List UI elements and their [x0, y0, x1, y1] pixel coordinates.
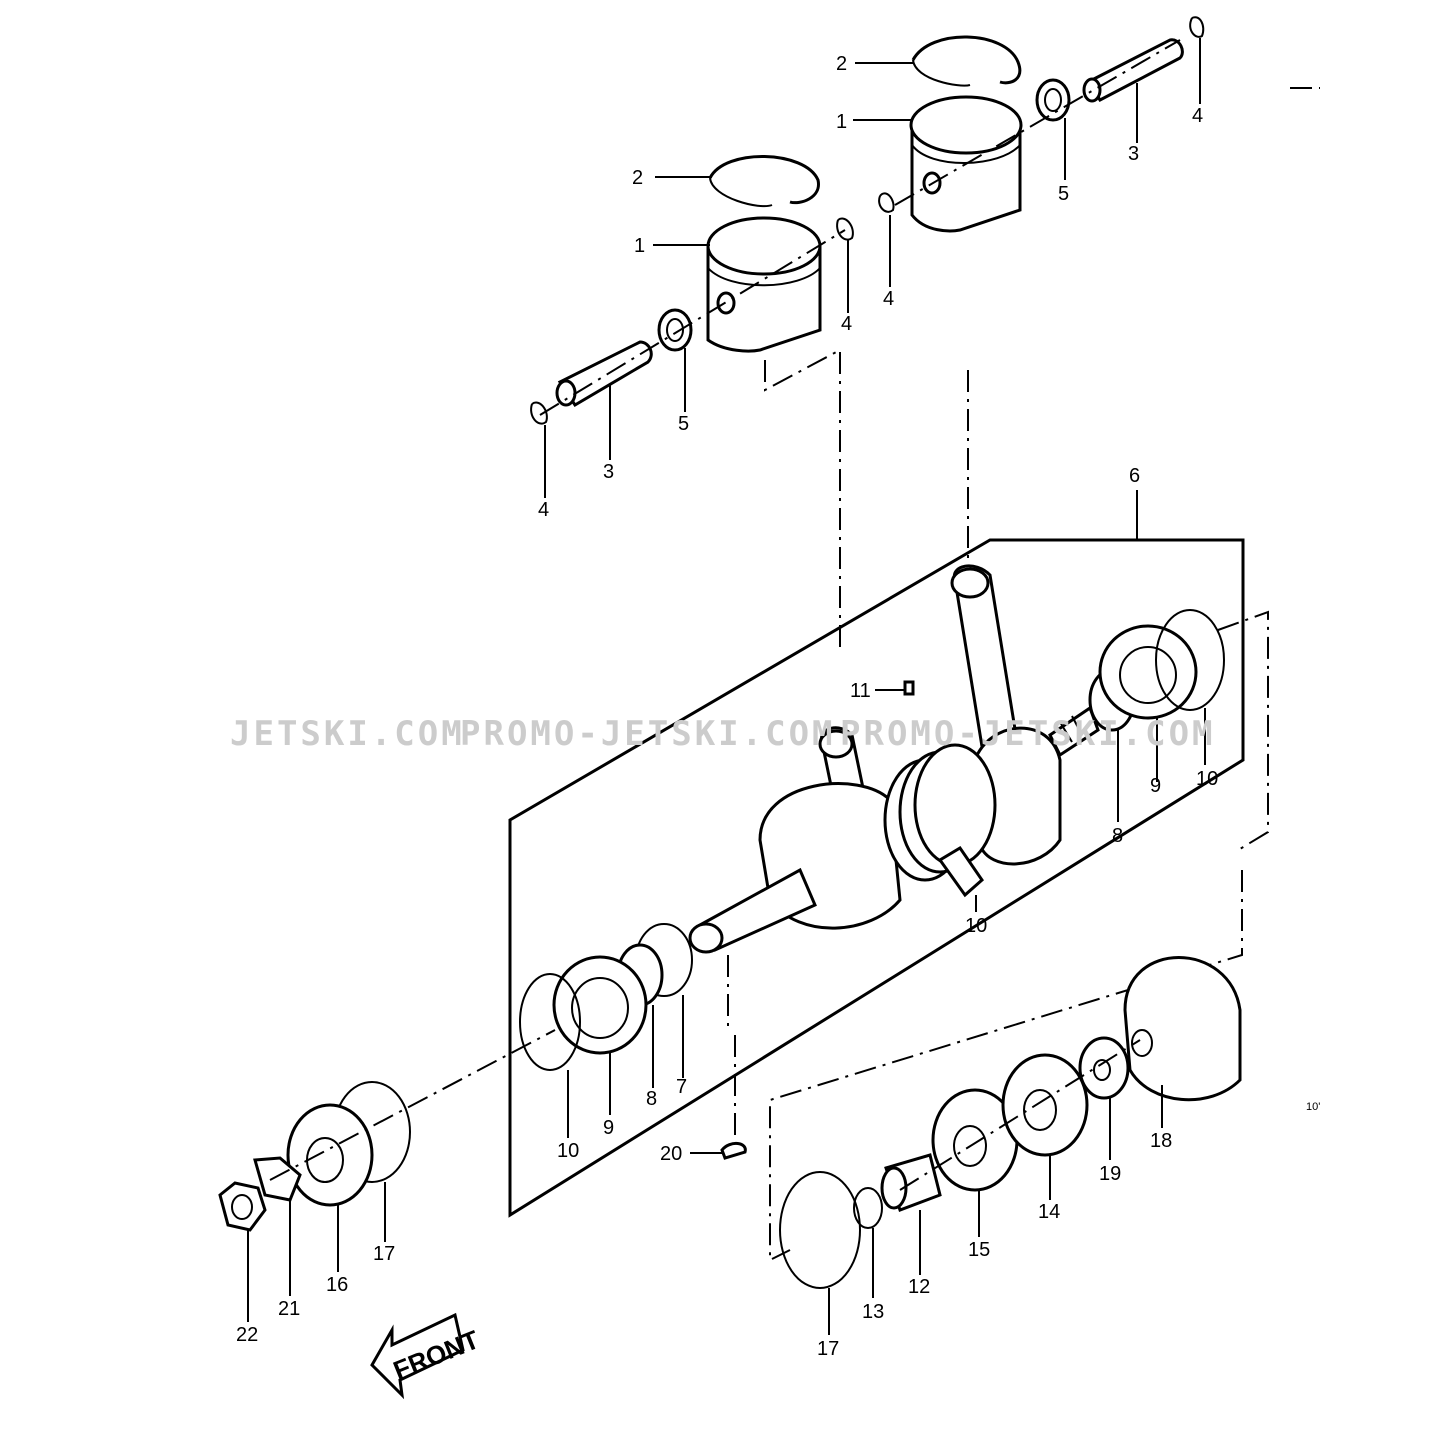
- callout-3-left: 3: [603, 461, 614, 483]
- callout-1-right: 1: [836, 111, 847, 133]
- callout-11: 11: [850, 680, 871, 702]
- callout-2-left: 2: [632, 167, 643, 189]
- callout-4-right-outer: 4: [1192, 105, 1203, 127]
- nut-22: [218, 1181, 267, 1232]
- piston-assembly-right: [878, 16, 1320, 233]
- circlip-left-outer: [530, 401, 548, 425]
- callout-10-left: 10: [557, 1140, 579, 1162]
- ball-bearing-left: [552, 955, 648, 1055]
- needle-bearing-left: [657, 308, 693, 352]
- callout-3-right: 3: [1128, 143, 1139, 165]
- callout-20: 20: [660, 1143, 682, 1165]
- piston-pin-right: [1085, 38, 1184, 102]
- coupling-18: [1123, 956, 1242, 1102]
- oil-seal-16: [286, 1103, 374, 1207]
- watermark-3: PROMO-JETSKI.COM: [840, 714, 1216, 754]
- flywheel-assembly: [779, 956, 1242, 1289]
- left-bearing-set: [519, 923, 693, 1071]
- callout-6: 6: [1129, 465, 1140, 487]
- callout-22: 22: [236, 1324, 258, 1346]
- callout-17-right: 17: [817, 1338, 839, 1360]
- flywheel-group-bracket: [769, 870, 1243, 1262]
- crankshaft-assembly-bracket: [508, 538, 1245, 1218]
- crank-web-right: [973, 726, 1062, 866]
- callout-4-right-inner: 4: [883, 288, 894, 310]
- callout-7: 7: [676, 1076, 687, 1098]
- callout-9-left: 9: [603, 1117, 614, 1139]
- callout-17-left: 17: [373, 1243, 395, 1265]
- o-ring-left: [519, 973, 581, 1071]
- piston-ring-left: [708, 155, 820, 205]
- callout-1-left: 1: [634, 235, 645, 257]
- callout-9-right: 9: [1150, 775, 1161, 797]
- labyrinth-seal: [883, 743, 997, 898]
- circlip-right-inner: [878, 192, 895, 213]
- piston-assembly-left: [530, 155, 854, 650]
- o-ring-right: [1155, 609, 1225, 711]
- circlip-left-inner: [836, 217, 854, 241]
- ball-bearing-right: [1098, 624, 1198, 720]
- callout-4-left-inner: 4: [841, 313, 852, 335]
- callout-21: 21: [278, 1298, 300, 1320]
- callout-2-right: 2: [836, 53, 847, 75]
- seal-ring-17b: [779, 1171, 861, 1289]
- washer-14: [1001, 1053, 1089, 1157]
- piston-right: [910, 123, 1022, 233]
- callout-8-left: 8: [646, 1088, 657, 1110]
- callout-16: 16: [326, 1274, 348, 1296]
- piston-left: [706, 246, 822, 353]
- callout-13: 13: [862, 1301, 884, 1323]
- piston-ring-right: [911, 35, 1022, 85]
- needle-bearing-right: [1035, 78, 1071, 122]
- callout-14: 14: [1038, 1201, 1060, 1223]
- front-seal-stack: [218, 1029, 556, 1232]
- woodruff-key: [903, 680, 915, 696]
- callout-4-left-outer: 4: [538, 499, 549, 521]
- callout-labels: 2 1 3 4 5 4 2 1 4 5 3 4 6 11 8 9 10 10 7…: [236, 53, 1218, 1360]
- callout-5-right: 5: [1058, 183, 1069, 205]
- crankshaft: [688, 564, 1100, 954]
- key-20: [720, 1142, 747, 1160]
- watermark-1: JETSKI.COM: [230, 714, 465, 754]
- watermark-2: PROMO-JETSKI.COM: [460, 714, 836, 754]
- circlip-right-outer: [1189, 16, 1205, 38]
- callout-5-left: 5: [678, 413, 689, 435]
- circlip-13: [853, 1187, 883, 1229]
- right-bearing-set: [1088, 609, 1225, 732]
- callout-18: 18: [1150, 1130, 1172, 1152]
- lock-washer-21: [253, 1156, 302, 1202]
- callout-10-center: 10: [965, 915, 987, 937]
- callout-15: 15: [968, 1239, 990, 1261]
- callout-19: 19: [1099, 1163, 1121, 1185]
- leader-lines: [247, 38, 1206, 1335]
- front-arrow: FRONT: [370, 1312, 483, 1400]
- washer-19: [1078, 1036, 1130, 1100]
- page-code: 10': [1306, 1101, 1320, 1113]
- callout-10-right: 10: [1196, 768, 1218, 790]
- callout-12: 12: [908, 1276, 930, 1298]
- callout-8-right: 8: [1112, 825, 1123, 847]
